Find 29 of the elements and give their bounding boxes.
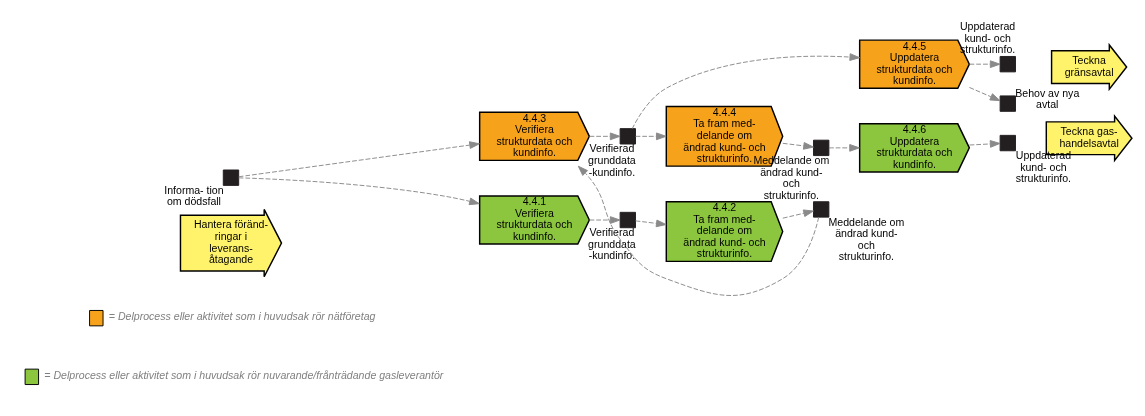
arrow [635,132,667,141]
node-box [813,201,830,218]
node-label: Verifierad grunddata -kundinfo. [588,226,636,262]
arrow [577,165,820,296]
arrow [968,60,1001,69]
node-box [999,56,1016,73]
arrow [635,219,667,228]
node-box [222,169,240,186]
node-label: Verifierad grunddata -kundinfo. [588,142,636,178]
node-box [813,139,830,157]
node-box [619,128,636,145]
node-box [619,211,636,229]
legend-label: = Delprocess eller aktivitet som i huvudsak rör nätföretag [108,309,376,322]
arrow [588,216,621,224]
legend-label: = Delprocess eller aktivitet som i huvudsak rör nuvarande/frånträdande gasleverantör [44,368,444,381]
node-box [999,134,1016,152]
arrow [968,140,1001,148]
arrow [782,209,814,219]
arrow [968,87,1001,102]
arrow [238,141,480,178]
arrow [238,177,480,206]
node-label: Informa- tion om dödsfall [164,183,224,208]
arrow [588,132,621,141]
node-label: Uppdaterad kund- och strukturinfo. [1015,149,1072,185]
arrow [631,53,861,130]
node-box [999,95,1016,112]
arrow [828,144,860,152]
arrow [782,142,814,150]
node-label: Meddelande om ändrad kund- och strukturinfo. [828,215,905,263]
